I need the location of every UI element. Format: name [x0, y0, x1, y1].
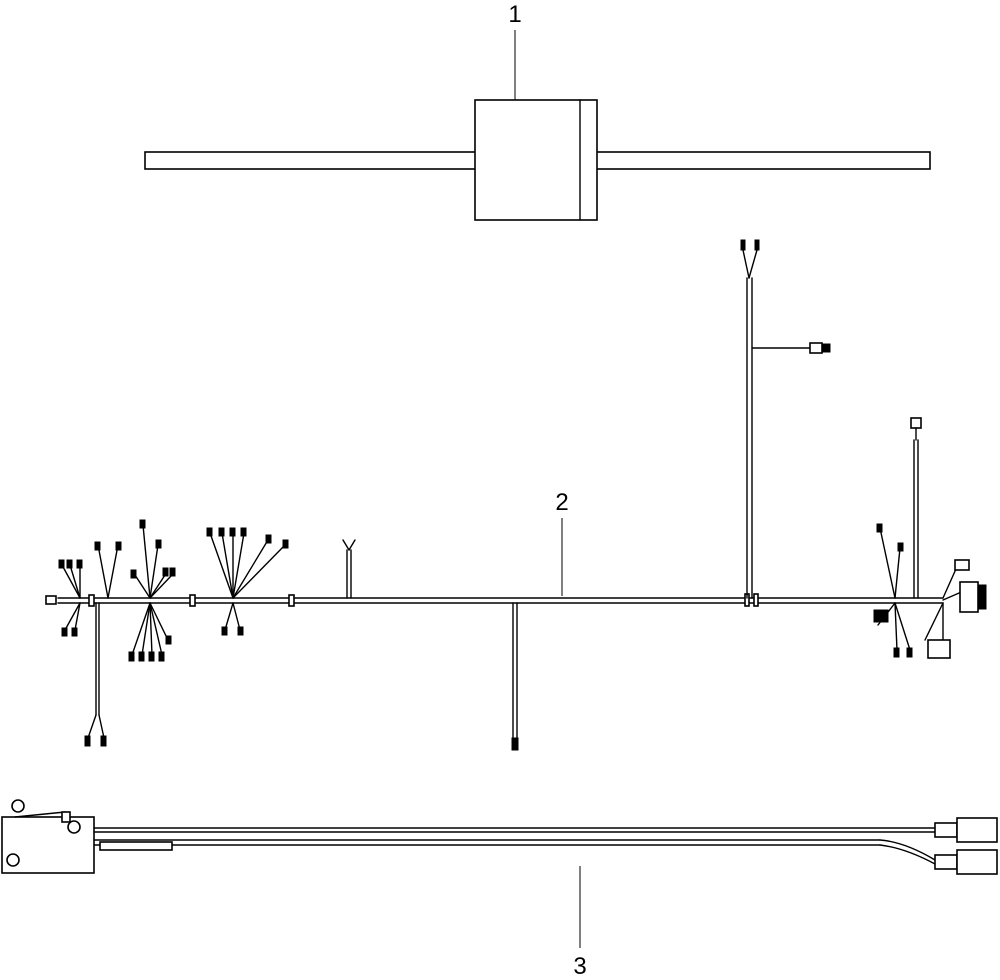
fan-cluster-895 — [873, 523, 913, 658]
callout-label-1: 1 — [508, 1, 521, 28]
switch-lever — [14, 811, 66, 818]
fan-cluster-150 — [128, 519, 176, 662]
mount-hole-icon — [67, 820, 81, 834]
callout-label-2: 2 — [555, 489, 568, 516]
y-branch-348 — [342, 539, 356, 599]
right-up-branch — [910, 417, 922, 599]
left-drop-branch — [84, 602, 107, 747]
trunk-end-connector — [45, 595, 57, 605]
fan-cluster-233 — [206, 527, 289, 636]
mount-hole-icon — [6, 853, 20, 867]
center-drop-branch — [511, 602, 519, 751]
trunk-band — [753, 593, 759, 607]
lever-pivot — [61, 811, 71, 823]
terminal-lower — [934, 854, 958, 870]
part-2-wiring-harness: 2 — [45, 239, 987, 751]
trunk-band — [288, 594, 295, 607]
wire-label-sleeve — [99, 841, 173, 851]
lever-roller-icon — [11, 799, 25, 813]
left-fan-cluster — [58, 541, 122, 637]
trunk-band — [88, 594, 95, 607]
terminal-upper — [934, 822, 958, 838]
callout-label-3: 3 — [573, 953, 586, 980]
right-end-connectors — [924, 559, 987, 659]
part-1-strap-assembly: 1 — [144, 1, 931, 221]
terminal-lower-blade — [956, 849, 998, 875]
part-3-microswitch-harness: 3 — [1, 799, 998, 980]
strap-block — [474, 99, 598, 221]
trunk-band — [189, 594, 196, 607]
tall-up-branch — [740, 239, 831, 599]
terminal-upper-blade — [956, 817, 998, 843]
